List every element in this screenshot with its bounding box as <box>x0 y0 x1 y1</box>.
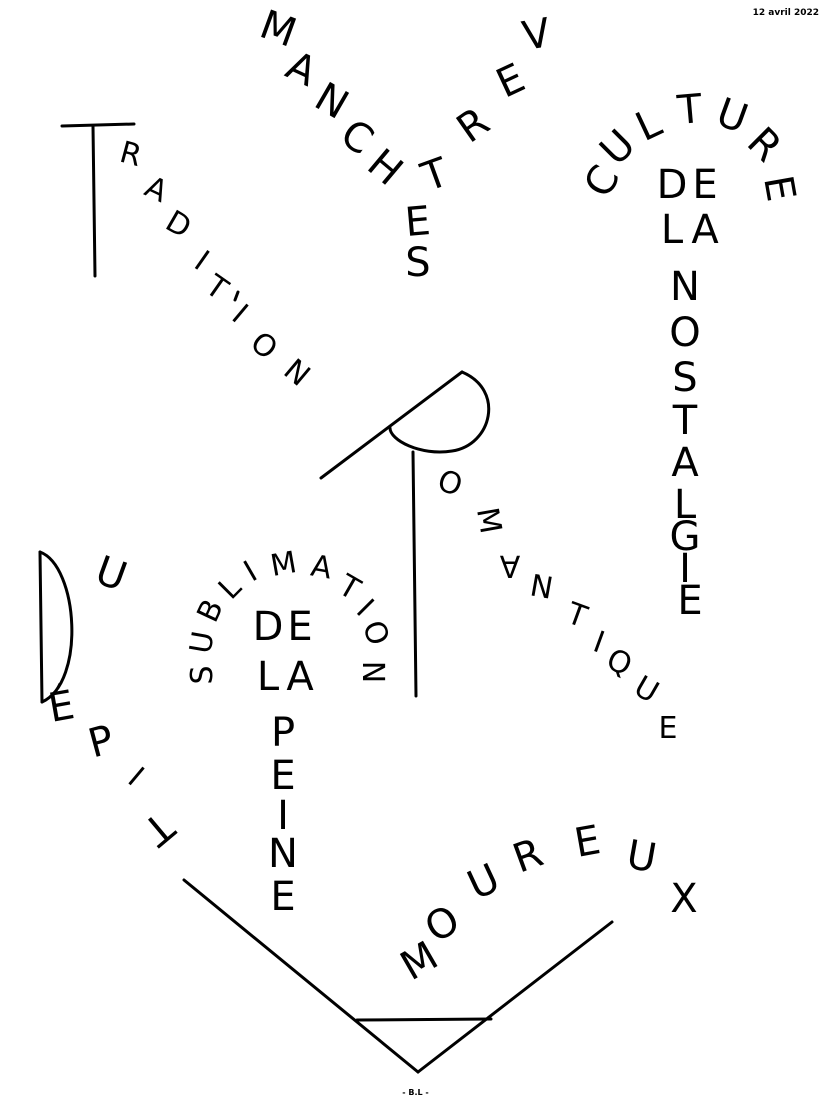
letter-sublimation-6: M <box>267 545 300 585</box>
letter-nostalgie-1: D <box>656 162 688 208</box>
letter-peine-9: E <box>270 874 296 920</box>
d-stem-stroke <box>38 550 44 704</box>
letter-nostalgie-11: G <box>669 514 701 560</box>
letter-amoureux-6: U <box>623 831 660 883</box>
letter-peine-6: E <box>270 753 296 799</box>
letter-peine-3: L <box>256 654 280 700</box>
r-diagonal-stroke <box>319 370 464 480</box>
letter-peine-1: D <box>252 604 284 650</box>
a-right-stroke <box>416 920 614 1074</box>
letter-peine-4: A <box>286 654 314 700</box>
letter-nostalgie-7: S <box>672 355 698 401</box>
letter-nostalgie-12: I <box>679 546 691 592</box>
letter-amoureux-7: X <box>670 876 698 922</box>
a-crossbar-stroke <box>355 1017 493 1022</box>
letter-nostalgie-6: O <box>669 310 701 356</box>
a-left-stroke <box>182 878 420 1074</box>
letter-romantique-3: A <box>499 548 521 583</box>
letter-peine-7: I <box>277 793 289 839</box>
letter-vestes-6: S <box>405 240 431 286</box>
letter-peine-8: N <box>268 831 298 877</box>
letter-culture-7: E <box>754 172 804 205</box>
accent-mark <box>233 290 240 302</box>
letter-nostalgie-10: L <box>673 482 697 528</box>
letter-sublimation-1: S <box>185 665 220 685</box>
letter-peine-2: E <box>287 604 313 650</box>
letter-nostalgie-8: T <box>672 398 698 444</box>
letter-romantique-4: N <box>527 568 556 607</box>
signature-label: - B.L - <box>402 1088 429 1097</box>
letter-amoureux-5: E <box>571 817 604 867</box>
t-stem-stroke <box>91 124 97 278</box>
letter-nostalgie-4: A <box>691 207 719 253</box>
d-bowl-stroke <box>38 550 74 704</box>
letter-nostalgie-3: L <box>660 207 684 253</box>
letter-romantique-2: M <box>468 504 508 537</box>
letter-nostalgie-9: A <box>671 440 699 486</box>
letter-nostalgie-5: N <box>670 264 700 310</box>
letter-peine-5: P <box>270 710 296 756</box>
t-crossbar-stroke <box>60 122 136 128</box>
letter-sublimation-11: N <box>355 660 390 684</box>
date-label: 12 avril 2022 <box>752 8 819 18</box>
letter-romantique-9: E <box>658 711 678 746</box>
letter-nostalgie-2: E <box>692 162 718 208</box>
r-bowl-stroke <box>388 370 491 454</box>
r-stem-stroke <box>411 450 418 698</box>
letter-nostalgie-13: E <box>677 578 703 624</box>
